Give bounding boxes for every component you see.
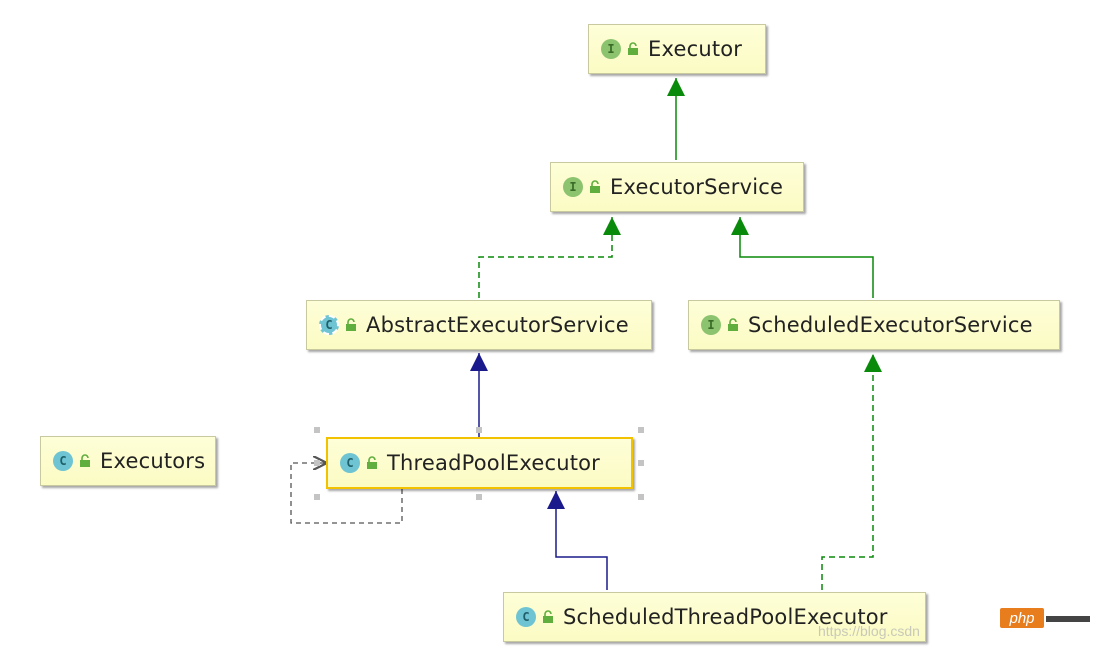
- node-scheduled-executor-service[interactable]: I ScheduledExecutorService: [688, 300, 1060, 350]
- interface-icon: I: [601, 39, 621, 59]
- edge-threadpoolexecutor-self-dependency: [290, 463, 403, 524]
- node-executor-service[interactable]: I ExecutorService: [550, 162, 804, 212]
- node-label: ScheduledThreadPoolExecutor: [563, 605, 888, 629]
- edge-abstractexecutorservice-implements-executorservice: [478, 217, 621, 298]
- resize-handle-top-center[interactable]: [476, 427, 482, 433]
- public-visibility-icon: [728, 318, 738, 331]
- node-executor[interactable]: I Executor: [588, 24, 766, 74]
- node-thread-pool-executor[interactable]: C ThreadPoolExecutor: [326, 437, 633, 489]
- php-logo-bar: [1046, 616, 1090, 622]
- node-scheduled-thread-pool-executor[interactable]: C ScheduledThreadPoolExecutor: [503, 592, 926, 642]
- resize-handle-middle-right[interactable]: [638, 460, 644, 466]
- node-label: Executors: [100, 449, 206, 473]
- public-visibility-icon: [590, 180, 600, 193]
- node-abstract-executor-service[interactable]: C AbstractExecutorService: [306, 300, 652, 350]
- node-label: ThreadPoolExecutor: [387, 451, 601, 475]
- public-visibility-icon: [80, 454, 90, 467]
- resize-handle-top-right[interactable]: [638, 427, 644, 433]
- php-logo: php: [1000, 608, 1044, 628]
- interface-icon: I: [563, 177, 583, 197]
- public-visibility-icon: [367, 456, 377, 469]
- edge-scheduledthreadpoolexecutor-extends-threadpoolexecutor: [547, 491, 608, 590]
- node-executors[interactable]: C Executors: [40, 436, 216, 486]
- node-label: Executor: [648, 37, 743, 61]
- interface-icon: I: [701, 315, 721, 335]
- resize-handle-middle-left[interactable]: [314, 460, 320, 466]
- public-visibility-icon: [346, 318, 356, 331]
- node-label: ScheduledExecutorService: [748, 313, 1033, 337]
- node-label: AbstractExecutorService: [366, 313, 629, 337]
- public-visibility-icon: [628, 42, 638, 55]
- class-icon: C: [53, 451, 73, 471]
- resize-handle-bottom-right[interactable]: [638, 494, 644, 500]
- class-icon: C: [516, 607, 536, 627]
- abstract-class-icon: C: [319, 315, 339, 335]
- edge-scheduledthreadpoolexecutor-implements-scheduledexecutorservice: [821, 354, 882, 590]
- resize-handle-bottom-left[interactable]: [314, 494, 320, 500]
- watermark-url: https://blog.csdn: [818, 623, 920, 639]
- public-visibility-icon: [543, 610, 553, 623]
- edge-scheduledexecutorservice-extends-executorservice: [731, 217, 874, 298]
- resize-handle-bottom-center[interactable]: [476, 494, 482, 500]
- class-icon: C: [340, 453, 360, 473]
- resize-handle-top-left[interactable]: [314, 427, 320, 433]
- node-label: ExecutorService: [610, 175, 784, 199]
